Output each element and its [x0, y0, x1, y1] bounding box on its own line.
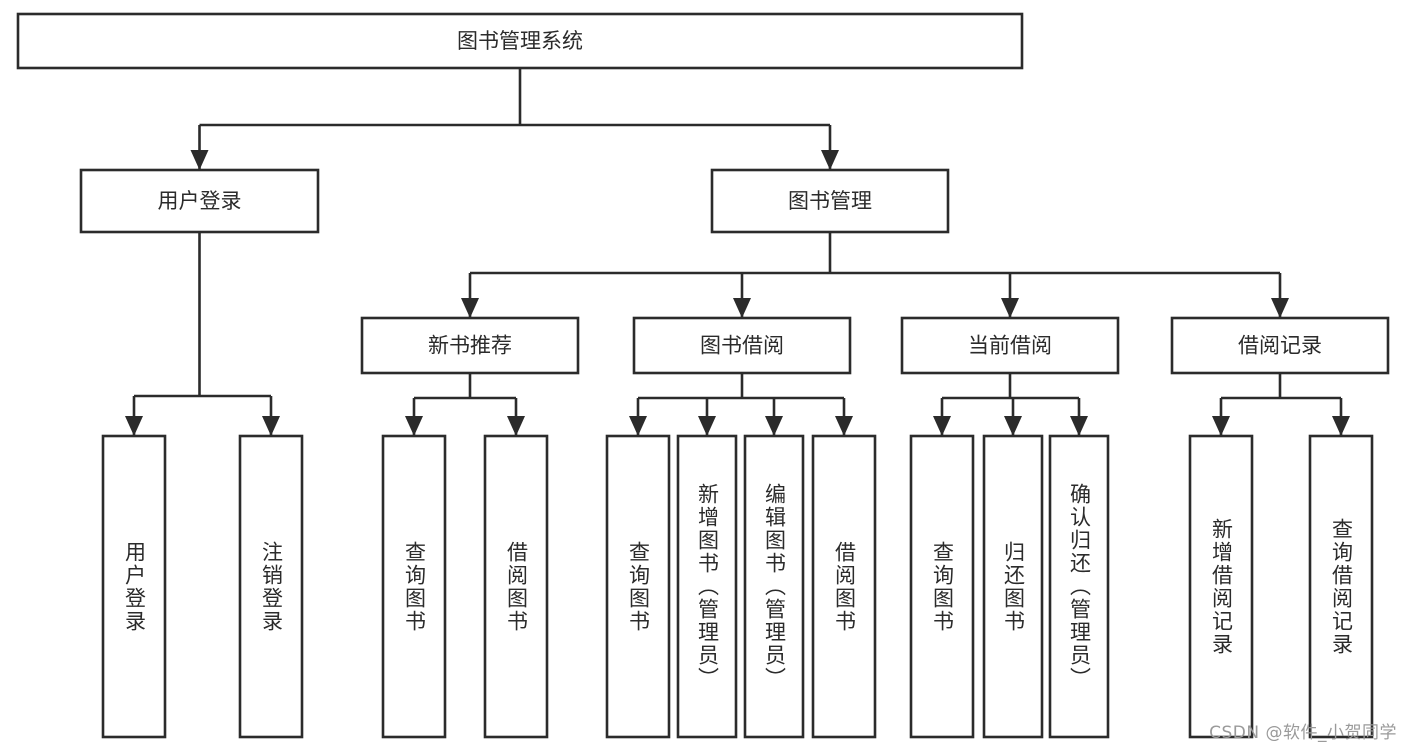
node-box-查询图书[interactable]	[605, 434, 671, 739]
arrow-head-icon	[765, 416, 783, 436]
node-box-借阅图书[interactable]	[483, 434, 549, 739]
arrow-head-icon	[1332, 416, 1350, 436]
arrow-head-icon	[1271, 298, 1289, 318]
node-box-图书借阅[interactable]	[632, 316, 852, 375]
arrow-head-icon	[1070, 416, 1088, 436]
node-box-借阅记录[interactable]	[1170, 316, 1390, 375]
watermark-text: CSDN @软件_小贺同学	[1209, 723, 1397, 743]
arrow-head-icon	[507, 416, 525, 436]
node-box-新增图书管理员[interactable]	[676, 434, 738, 739]
arrow-head-icon	[1212, 416, 1230, 436]
node-box-借阅图书[interactable]	[811, 434, 877, 739]
arrow-head-icon	[629, 416, 647, 436]
arrow-head-icon	[405, 416, 423, 436]
node-boxes	[16, 12, 1390, 739]
node-label-图书管理: 图书管理	[788, 189, 872, 213]
node-box-当前借阅[interactable]	[900, 316, 1120, 375]
arrow-head-icon	[262, 416, 280, 436]
arrow-head-icon	[821, 150, 839, 170]
node-box-查询借阅记录[interactable]	[1308, 434, 1374, 739]
node-label-用户登录: 用户登录	[158, 189, 242, 213]
node-box-用户登录[interactable]	[79, 168, 320, 234]
node-label-图书管理系统: 图书管理系统	[457, 29, 583, 53]
arrow-head-icon	[733, 298, 751, 318]
arrow-head-icon	[698, 416, 716, 436]
arrow-head-icon	[933, 416, 951, 436]
node-label-图书借阅: 图书借阅	[700, 334, 784, 358]
node-box-新增借阅记录[interactable]	[1188, 434, 1254, 739]
node-box-注销登录[interactable]	[238, 434, 304, 739]
arrow-head-icon	[125, 416, 143, 436]
arrow-head-icon	[190, 150, 209, 170]
node-box-查询图书[interactable]	[381, 434, 447, 739]
node-box-图书管理系统[interactable]	[16, 12, 1024, 70]
arrow-head-icon	[1004, 416, 1022, 436]
node-box-新书推荐[interactable]	[360, 316, 580, 375]
node-box-确认归还管理员[interactable]	[1048, 434, 1110, 739]
node-label-借阅记录: 借阅记录	[1238, 334, 1322, 358]
node-box-用户登录[interactable]	[101, 434, 167, 739]
arrow-head-icon	[1001, 298, 1019, 318]
arrow-head-icon	[835, 416, 853, 436]
arrow-head-icon	[461, 298, 479, 318]
node-label-新书推荐: 新书推荐	[428, 334, 512, 358]
node-box-归还图书[interactable]	[982, 434, 1044, 739]
connector-lines	[125, 68, 1350, 436]
node-box-编辑图书管理员[interactable]	[743, 434, 805, 739]
node-box-图书管理[interactable]	[710, 168, 950, 234]
node-label-当前借阅: 当前借阅	[968, 334, 1052, 358]
node-box-查询图书[interactable]	[909, 434, 975, 739]
